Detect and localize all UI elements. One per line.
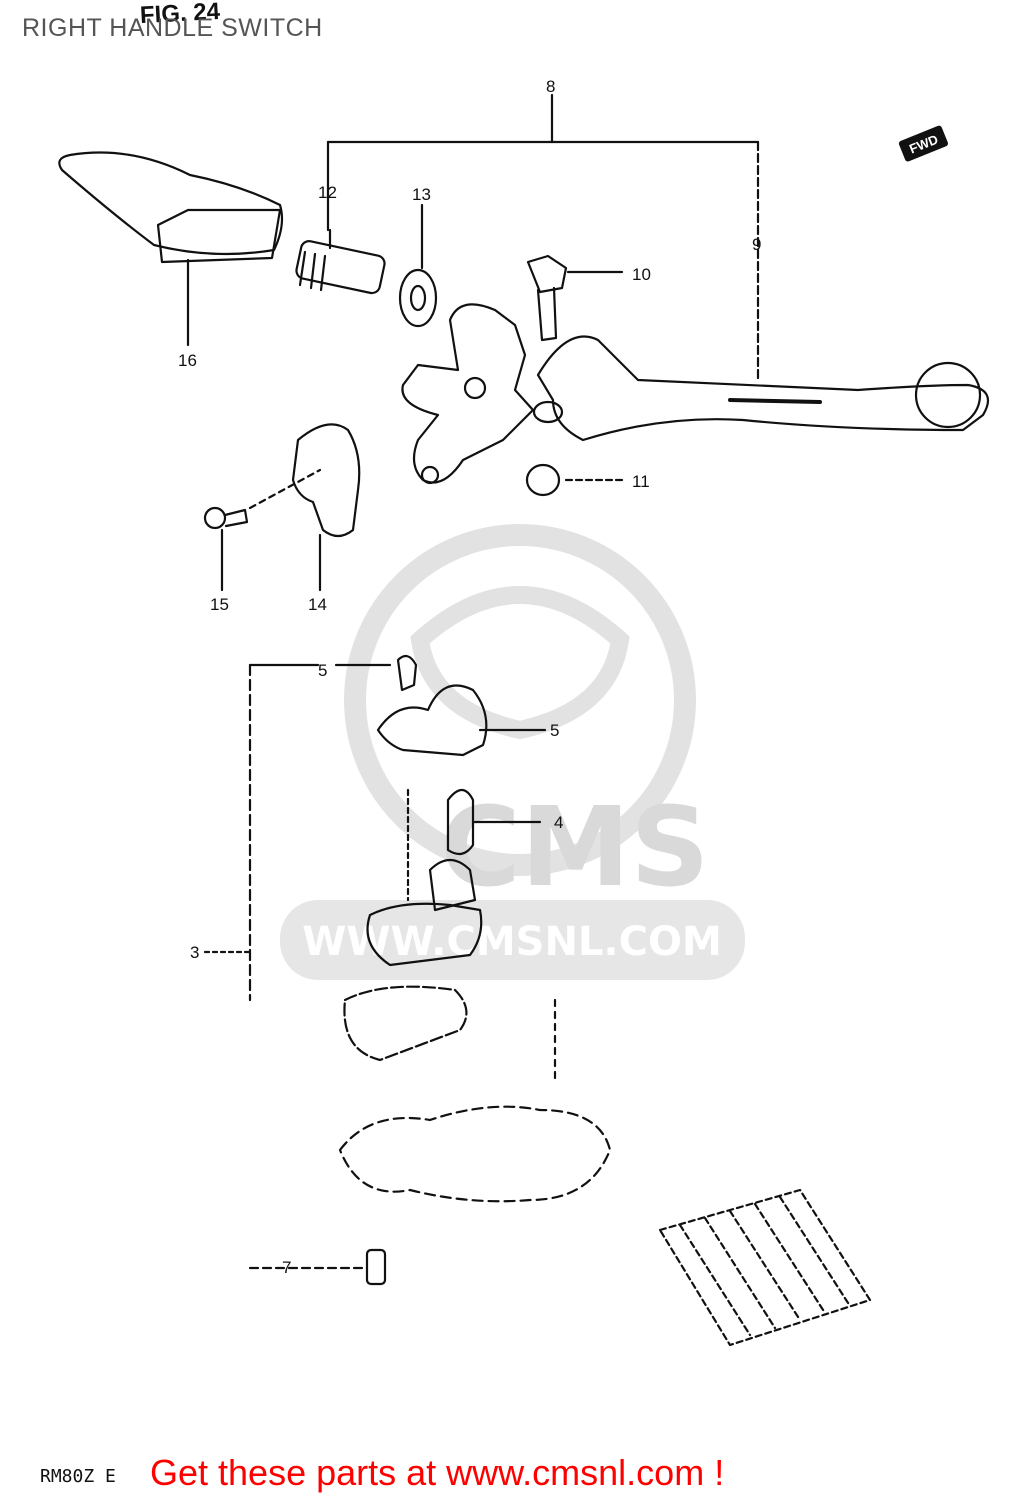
assembly-bracket-8 (326, 93, 760, 382)
watermark-brand: CMS (440, 783, 709, 911)
forward-direction-badge: FWD (898, 125, 948, 162)
callout-4: 4 (554, 813, 563, 832)
parts-shop-link[interactable]: Get these parts at www.cmsnl.com ! (150, 1452, 725, 1493)
lever-boot-16 (58, 151, 284, 347)
model-code: RM80Z E (40, 1466, 116, 1487)
switch-screw-7 (248, 1248, 387, 1286)
throttle-grip (658, 1188, 872, 1347)
locknut-13 (398, 203, 438, 328)
callout-16: 16 (178, 351, 197, 370)
callout-11: 11 (632, 472, 650, 491)
callout-8: 8 (546, 77, 555, 96)
cable-adjuster-12 (295, 228, 386, 295)
watermark-url: WWW.CMSNL.COM (302, 919, 722, 965)
callout-13: 13 (412, 185, 431, 204)
callout-5-right: 5 (550, 721, 559, 740)
callout-12: 12 (318, 183, 337, 202)
pivot-bolt-10 (526, 254, 624, 342)
clutch-lever-9 (532, 335, 990, 442)
callout-3: 3 (190, 943, 199, 962)
callout-5-top: 5 (318, 661, 327, 680)
callout-14: 14 (308, 595, 327, 614)
clamp-screw-15 (203, 468, 322, 592)
switch-housing (334, 654, 612, 1203)
callout-9: 9 (752, 235, 761, 254)
callout-15: 15 (210, 595, 229, 614)
callout-10: 10 (632, 265, 651, 284)
page-title: RIGHT HANDLE SWITCH (22, 14, 323, 42)
cmsnl-watermark: CMS WWW.CMSNL.COM (280, 524, 745, 980)
callout-7: 7 (282, 1258, 291, 1277)
assembly-bracket-3 (203, 663, 320, 1002)
lever-holder (401, 303, 535, 485)
lever-nut-11 (525, 463, 627, 497)
holder-clamp-14 (291, 423, 361, 592)
